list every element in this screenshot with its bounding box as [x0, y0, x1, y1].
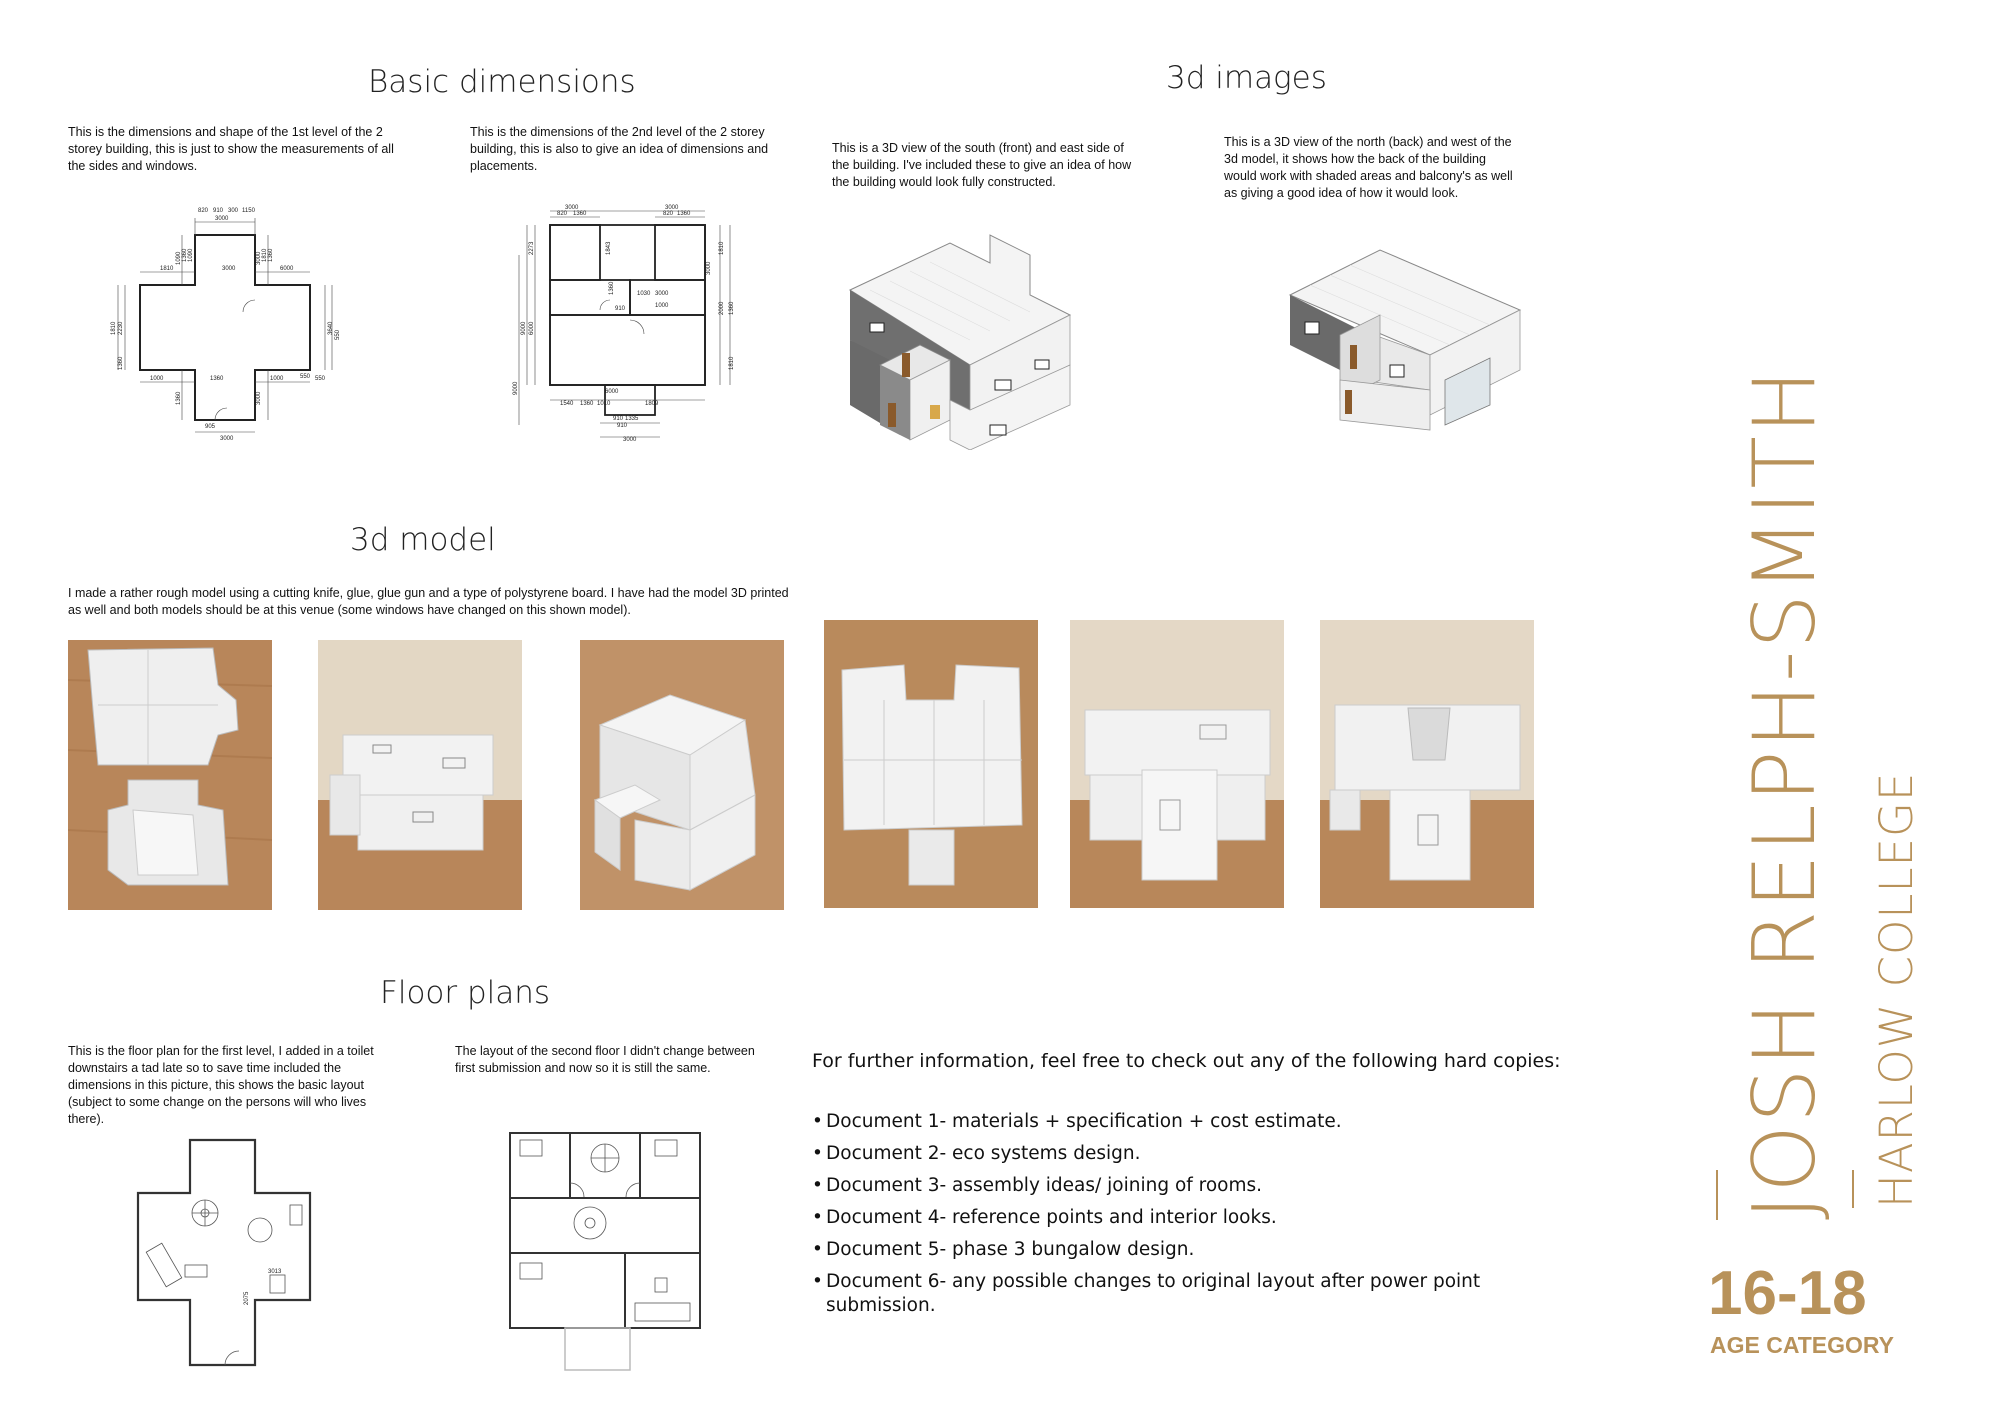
- dimension-label: 1000: [270, 376, 284, 382]
- second-floor-caption: The layout of the second floor I didn't …: [455, 1044, 755, 1075]
- dimension-label: 1810: [729, 356, 735, 370]
- dimension-label: 3000: [256, 251, 262, 265]
- further-info-intro: For further information, feel free to ch…: [812, 1050, 1561, 1072]
- level1-caption: This is the dimensions and shape of the …: [68, 125, 394, 173]
- document-item: •Document 4- reference points and interi…: [812, 1207, 1277, 1228]
- dimension-label: 820: [663, 211, 674, 217]
- dimension-label: 1090: [176, 251, 182, 265]
- first-floor-plan: 3013 2075: [130, 1135, 315, 1370]
- south-east-caption: This is a 3D view of the south (front) a…: [832, 141, 1132, 189]
- dimension-label: 905: [205, 424, 216, 430]
- dimension-label: 6000: [605, 389, 619, 395]
- model-photo-top-view: [68, 640, 272, 910]
- dimension-label: 3000: [706, 261, 712, 275]
- dimension-label: 1810: [262, 248, 268, 262]
- dimension-label: 550: [315, 376, 326, 382]
- dimension-label: 1000: [655, 303, 669, 309]
- documents-list: •Document 1- materials + specification +…: [812, 1110, 1512, 1326]
- dimension-label: 820: [198, 208, 209, 214]
- model-3d-title: 3d model: [350, 522, 496, 558]
- dimension-label: 910: [615, 306, 626, 312]
- images-3d-title: 3d images: [1166, 60, 1327, 96]
- dimension-label: 1360: [210, 376, 224, 382]
- dimension-label: 2273: [529, 241, 535, 255]
- basic-dimensions-title: Basic dimensions: [368, 64, 636, 100]
- dimension-label: 1360: [118, 356, 124, 370]
- dimension-label: 1335: [625, 416, 639, 422]
- dimension-label: 3000: [222, 266, 236, 272]
- age-category-label: AGE CATEGORY: [1710, 1332, 1895, 1358]
- college-name: HARLOW COLLEGE: [1870, 771, 1923, 1208]
- dimension-label: 1150: [242, 208, 256, 214]
- document-item: •Document 5- phase 3 bungalow design.: [812, 1239, 1195, 1260]
- model-photo-back-view: [1320, 620, 1534, 908]
- dimension-label: 550: [335, 329, 340, 340]
- render-south-east-image: [840, 225, 1080, 450]
- document-item: •Document 3- assembly ideas/ joining of …: [812, 1175, 1263, 1196]
- dimension-label: 1360: [677, 211, 691, 217]
- dimension-label: 1810: [111, 321, 117, 335]
- render-north-west-image: [1285, 240, 1535, 440]
- dimension-label: 1809: [645, 401, 659, 407]
- dimension-label: 300: [228, 208, 239, 214]
- dimension-label: 2230: [118, 321, 124, 335]
- dimension-label: 6000: [280, 266, 294, 272]
- second-floor-plan: [505, 1128, 705, 1373]
- model-photo-front-view: [318, 640, 522, 910]
- dimension-label: 3000: [623, 437, 637, 443]
- dimension-label: 1540: [560, 401, 574, 407]
- dimension-label: 3000: [665, 205, 679, 211]
- dimension-label: 9000: [521, 321, 527, 335]
- dimension-label: 3000: [220, 436, 234, 440]
- document-item: •Document 6- any possible changes to ori…: [812, 1271, 1481, 1316]
- first-floor-dimension-label-2: 2075: [244, 1291, 250, 1305]
- dimension-label: 1360: [609, 281, 615, 295]
- dimension-label: 910: [617, 423, 628, 429]
- model-photo-side-view: [1070, 620, 1284, 908]
- dimension-label: 910: [213, 208, 224, 214]
- dimension-label: 1360: [729, 301, 735, 315]
- document-item: •Document 2- eco systems design.: [812, 1143, 1141, 1164]
- age-range: 16-18: [1708, 1259, 1867, 1328]
- dimension-label: 3640: [328, 321, 334, 335]
- dimension-label: 1360: [580, 401, 594, 407]
- document-item: •Document 1- materials + specification +…: [812, 1111, 1342, 1132]
- level2-caption: This is the dimensions of the 2nd level …: [470, 125, 769, 173]
- dimension-label: 1000: [150, 376, 164, 382]
- dimension-label: 3000: [565, 205, 579, 211]
- dimension-label: 1810: [160, 266, 174, 272]
- model-3d-caption: I made a rather rough model using a cutt…: [68, 586, 789, 617]
- north-west-caption: This is a 3D view of the north (back) an…: [1224, 135, 1513, 200]
- dimension-label: 3000: [256, 391, 262, 405]
- accent-divider: [1852, 1170, 1854, 1208]
- dimension-label: 820: [557, 211, 568, 217]
- dimension-label: 3000: [655, 291, 669, 297]
- dimension-label: 550: [300, 374, 311, 380]
- first-floor-dimension-label: 3013: [268, 1269, 282, 1275]
- first-floor-caption: This is the floor plan for the first lev…: [68, 1044, 374, 1126]
- author-name: JOSH RELPH-SMITH: [1735, 367, 1835, 1220]
- accent-divider: [1716, 1170, 1718, 1220]
- dimension-label: 1090: [188, 248, 194, 262]
- dimension-label: 9000: [513, 381, 519, 395]
- dimension-label: 2000: [719, 301, 725, 315]
- dimension-label: 3000: [215, 216, 229, 222]
- dimension-label: 910: [613, 416, 624, 422]
- dimension-label: 1360: [176, 391, 182, 405]
- model-photo-top-down: [824, 620, 1038, 908]
- model-photo-iso-view: [580, 640, 784, 910]
- dimension-label: 1360: [268, 248, 274, 262]
- dimension-label: 6000: [529, 321, 535, 335]
- dimension-label: 1360: [573, 211, 587, 217]
- dimension-label: 1810: [719, 241, 725, 255]
- dimension-label: 1360: [182, 248, 188, 262]
- floor-plans-title: Floor plans: [380, 975, 551, 1011]
- dimension-label: 1030: [637, 291, 651, 297]
- dimension-label: 1010: [597, 401, 611, 407]
- dimension-label: 1843: [606, 241, 612, 255]
